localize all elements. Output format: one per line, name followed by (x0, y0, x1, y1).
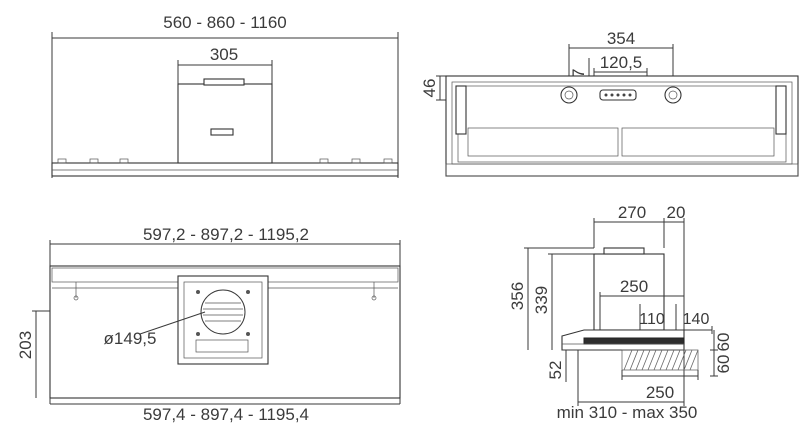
bottom-203-label: 203 (16, 331, 35, 359)
light-left (560, 86, 578, 104)
top-width-label: 560 - 860 - 1160 (163, 13, 287, 32)
front-354-label: 354 (607, 29, 635, 48)
side-60-b-label: 60 (714, 355, 733, 374)
side-52-label: 52 (546, 361, 565, 380)
chimney (177, 83, 273, 164)
duct-circle (200, 289, 246, 335)
motor-cassette (177, 275, 269, 365)
front-1205-label: 120,5 (600, 53, 643, 72)
side-20-label: 20 (667, 203, 686, 222)
side-356-label: 356 (508, 282, 527, 310)
side-view: 270 20 356 339 250 110 140 (508, 203, 733, 422)
side-270-label: 270 (618, 203, 646, 222)
side-250-bottom-label: 250 (646, 383, 674, 402)
side-339-label: 339 (532, 286, 551, 314)
side-60-a-label: 60 (714, 333, 733, 352)
bottom-view: 597,2 - 897,2 - 1195,2 203 ø149,5 (16, 225, 401, 424)
chimney-slot (210, 128, 234, 136)
front-46-label: 46 (420, 79, 439, 98)
chimney-width-label: 305 (210, 45, 238, 64)
hood-body-top (51, 162, 399, 177)
side-140-label: 140 (683, 311, 710, 328)
front-view: 354 120,5 27 46 (420, 29, 799, 177)
filter-block (621, 349, 699, 371)
filter-panel-right (621, 127, 775, 157)
side-range-label: min 310 - max 350 (557, 403, 698, 422)
motor-body-side (593, 253, 665, 331)
bottom-width-label: 597,4 - 897,4 - 1195,4 (143, 405, 309, 424)
duct-diameter-label: ø149,5 (104, 329, 157, 348)
filter-panel-left (467, 127, 619, 157)
top-view: 560 - 860 - 1160 305 (51, 13, 399, 178)
side-250-top-label: 250 (620, 277, 648, 296)
light-right (664, 86, 682, 104)
side-110-label: 110 (639, 311, 665, 328)
bottom-top-width-label: 597,2 - 897,2 - 1195,2 (143, 225, 309, 244)
